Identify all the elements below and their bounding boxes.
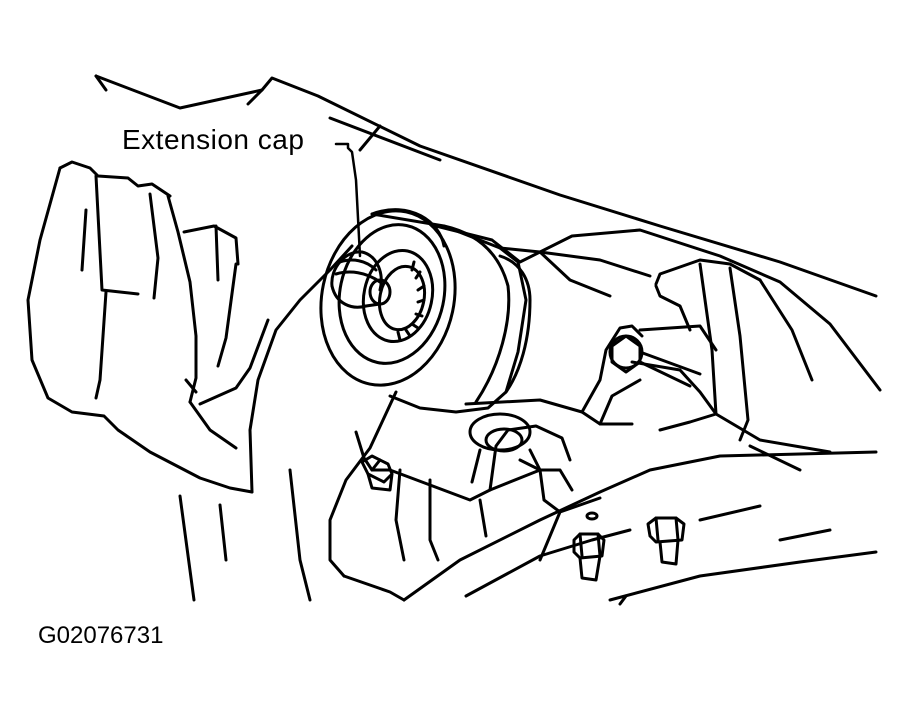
column-housing bbox=[434, 224, 882, 472]
extension-cap-icon bbox=[330, 250, 392, 309]
bolt-left bbox=[572, 511, 606, 582]
bracket-nut bbox=[360, 454, 394, 492]
figure-id: G02076731 bbox=[38, 622, 164, 649]
bolt-right bbox=[646, 516, 686, 566]
mounting-bracket bbox=[328, 324, 644, 602]
dashboard-outline bbox=[94, 74, 878, 298]
extension-cap-label: Extension cap bbox=[122, 124, 305, 155]
callout-leader bbox=[334, 142, 362, 258]
left-trim-panel bbox=[26, 160, 354, 602]
column-end-face bbox=[319, 209, 457, 387]
pivot-bolt bbox=[608, 334, 702, 388]
lower-plate bbox=[402, 450, 878, 606]
